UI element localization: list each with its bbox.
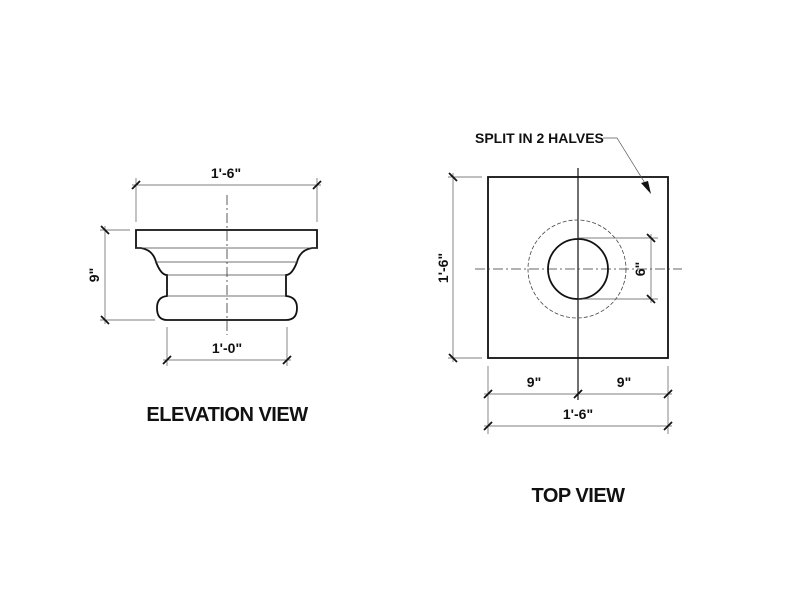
dimension-tick [312,180,322,190]
dim-top-width: 1'-6" [211,165,241,181]
dimension-tick [663,421,673,431]
dim-height: 9" [86,268,102,282]
leader-line [603,137,649,189]
split-note: SPLIT IN 2 HALVES [475,130,604,146]
top-view-title: TOP VIEW [531,485,625,507]
dimension-tick [573,389,583,399]
hidden-circle [527,219,627,319]
arrowhead-icon [641,181,651,194]
dimension-tick [448,172,458,182]
dim-total-width: 1'-6" [563,406,593,422]
dimension-tick [448,353,458,363]
dimension-tick [646,294,656,304]
dim-right-half: 9" [617,374,631,390]
dimension-tick [282,355,292,365]
dimension-tick [162,355,172,365]
dimension-tick [483,421,493,431]
dimension-tick [100,225,110,235]
dim-circle: 6" [632,262,648,276]
dimension-tick [100,315,110,325]
dim-left-half: 9" [527,374,541,390]
dimension-tick [646,233,656,243]
elevation-view-title: ELEVATION VIEW [146,404,308,426]
dimension-tick [663,389,673,399]
dimension-tick [131,180,141,190]
dim-height: 1'-6" [435,253,451,283]
top-view: SPLIT IN 2 HALVES 6" 1'-6" 9" 9" 1'-6" T… [435,130,682,507]
dim-bottom-width: 1'-0" [212,340,242,356]
dimension-tick [483,389,493,399]
elevation-view: 1'-6" 9" 1'-0" ELEVATION VIEW [86,165,322,426]
capital-profile [135,229,318,321]
